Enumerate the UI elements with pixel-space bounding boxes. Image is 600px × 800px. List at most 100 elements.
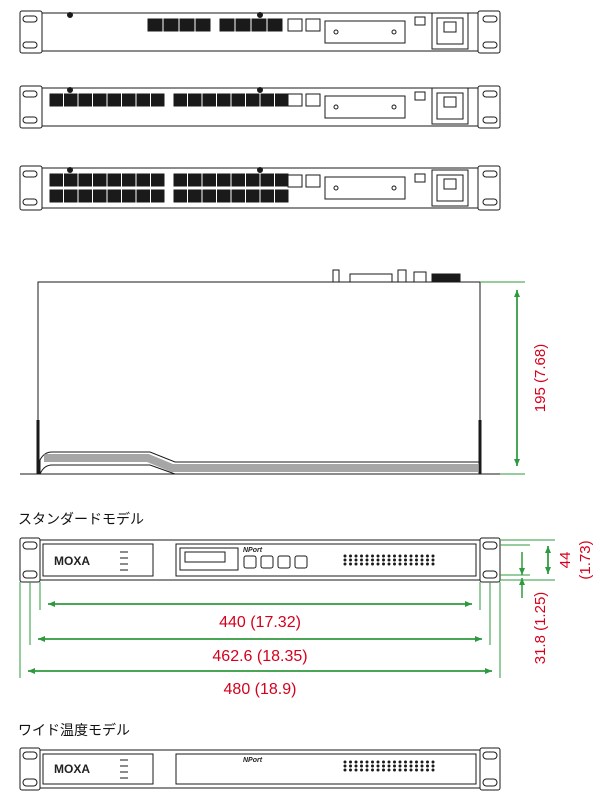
wide-temp-moxa-logo: MOXA — [54, 762, 90, 776]
port — [49, 173, 63, 187]
hole-spacing-label: 31.8 (1.25) — [532, 592, 549, 665]
led-dot — [360, 562, 363, 566]
led-dot — [398, 562, 402, 566]
led-dot — [415, 558, 418, 562]
port — [107, 189, 121, 203]
port — [93, 93, 107, 107]
port — [275, 189, 289, 203]
led-dot — [343, 768, 347, 772]
led-dot — [431, 764, 435, 768]
port — [188, 173, 202, 187]
port — [195, 18, 211, 32]
port — [49, 93, 63, 107]
standard-moxa-logo: MOXA — [54, 554, 90, 568]
depth-dimension — [480, 281, 525, 475]
port — [173, 189, 187, 203]
port — [107, 173, 121, 187]
led-dot — [415, 760, 418, 764]
led-dot — [365, 562, 369, 566]
rear-view-16-port — [19, 85, 501, 129]
led-dot — [404, 760, 407, 764]
led-dot — [376, 554, 380, 558]
port — [136, 189, 150, 203]
led-dot — [387, 562, 391, 566]
port — [231, 173, 245, 187]
led-dot — [376, 768, 380, 772]
led-dot — [409, 764, 413, 768]
led-dot — [365, 554, 369, 558]
led-dot — [415, 764, 418, 768]
led-dot — [349, 554, 352, 558]
port — [231, 189, 245, 203]
port — [217, 93, 231, 107]
led-dot — [349, 558, 352, 562]
led-dot — [371, 768, 374, 772]
port — [235, 18, 251, 32]
led-dot — [393, 760, 396, 764]
led-dot — [371, 554, 374, 558]
depth-label: 195 (7.68) — [532, 344, 549, 412]
port — [246, 189, 260, 203]
port — [275, 173, 289, 187]
height-label: 44 — [557, 552, 574, 569]
led-dot — [415, 768, 418, 772]
led-dot — [365, 760, 369, 764]
led-dot — [431, 558, 435, 562]
led-dot — [387, 554, 391, 558]
led-dot — [420, 764, 424, 768]
led-dot — [426, 558, 429, 562]
led-dot — [387, 760, 391, 764]
port — [260, 189, 274, 203]
port — [251, 18, 267, 32]
led-dot — [371, 562, 374, 566]
led-dot — [371, 764, 374, 768]
led-dot — [404, 554, 407, 558]
led-dot — [360, 760, 363, 764]
port — [93, 173, 107, 187]
port — [202, 173, 216, 187]
width-dimensions — [19, 582, 501, 678]
wide-temp-front-view — [19, 747, 501, 791]
port — [202, 93, 216, 107]
port — [122, 173, 136, 187]
port — [219, 18, 235, 32]
led-dot — [354, 558, 358, 562]
led-dot — [409, 554, 413, 558]
led-dot — [349, 764, 352, 768]
rear-view-32-port — [19, 165, 501, 211]
port — [93, 189, 107, 203]
led-dot — [409, 768, 413, 772]
bracket-width-label: 462.6 (18.35) — [212, 648, 307, 665]
led-dot — [360, 764, 363, 768]
led-dot — [398, 554, 402, 558]
led-dot — [431, 554, 435, 558]
led-dot — [415, 554, 418, 558]
led-dot — [387, 768, 391, 772]
port — [151, 93, 165, 107]
led-dot — [365, 768, 369, 772]
port — [246, 173, 260, 187]
port — [246, 93, 260, 107]
led-dot — [420, 562, 424, 566]
led-dot — [404, 558, 407, 562]
led-dot — [409, 558, 413, 562]
height-inch-label: (1.73) — [577, 540, 594, 579]
port — [173, 93, 187, 107]
led-dot — [420, 558, 424, 562]
led-dot — [393, 764, 396, 768]
mount-width-label: 440 (17.32) — [219, 614, 301, 631]
led-dot — [354, 760, 358, 764]
led-dot — [343, 558, 347, 562]
led-dot — [398, 558, 402, 562]
led-dot — [426, 554, 429, 558]
port — [260, 93, 274, 107]
led-dot — [398, 760, 402, 764]
led-dot — [382, 562, 385, 566]
led-dot — [349, 768, 352, 772]
port — [136, 93, 150, 107]
led-dot — [420, 760, 424, 764]
led-dot — [404, 764, 407, 768]
port — [151, 189, 165, 203]
led-dot — [382, 558, 385, 562]
led-dot — [343, 562, 347, 566]
